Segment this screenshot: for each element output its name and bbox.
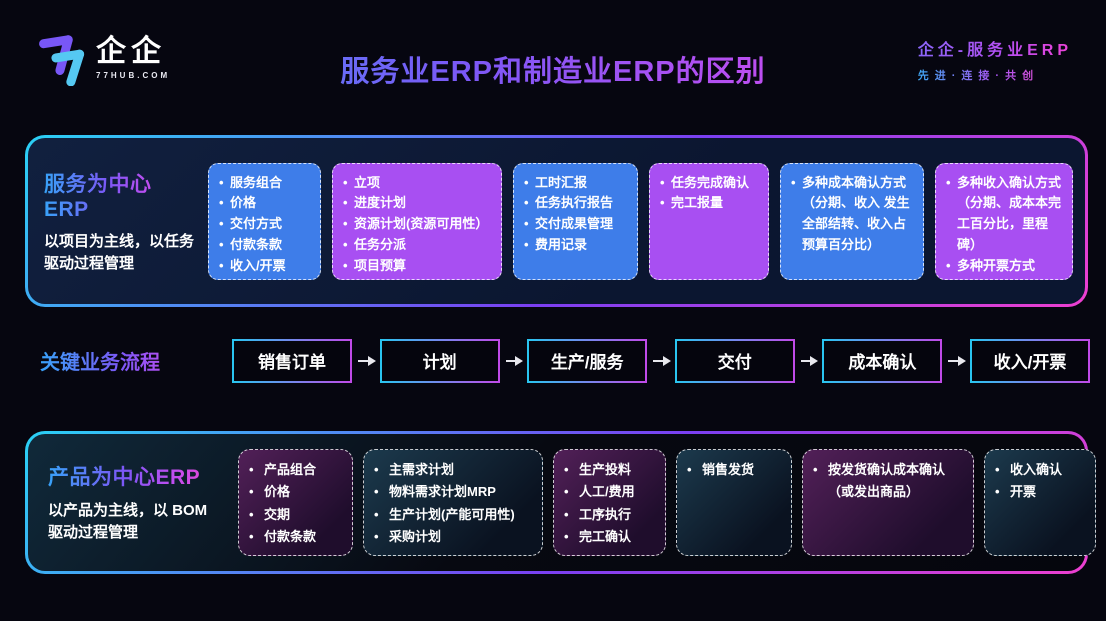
card-item: 开票 [995,481,1087,504]
service-erp-card: 立项进度计划资源计划(资源可用性）任务分派项目预算 [332,162,502,280]
process-flow-title: 关键业务流程 [40,346,232,375]
card-item-list: 按发货确认成本确认（或发出商品） [813,459,965,504]
brand-block: 企企-服务业ERP 先进·连接·共创 [918,36,1072,83]
service-erp-description: 以项目为主线，以任务驱动过程管理 [44,232,195,272]
card-item-list: 多种收入确认方式（分期、成本本完工百分比，里程碑）多种开票方式 [946,173,1064,277]
card-item: 按发货确认成本确认（或发出商品） [813,459,965,504]
service-erp-panel-inner: 服务为中心ERP 以项目为主线，以任务驱动过程管理 服务组合价格交付方式付款条款… [28,138,1085,304]
service-erp-card: 多种收入确认方式（分期、成本本完工百分比，里程碑）多种开票方式 [935,162,1073,280]
service-erp-card: 服务组合价格交付方式付款条款收入/开票 [208,162,321,280]
card-item: 生产计划(产能可用性) [374,504,534,527]
card-item: 收入/开票 [219,256,312,277]
card-item: 完工确认 [564,526,657,549]
card-item: 付款条款 [219,235,312,256]
process-flow: 关键业务流程 销售订单计划生产/服务交付成本确认收入/开票 [40,338,1090,383]
card-item: 销售发货 [687,459,783,482]
logo-name: 企企 [96,36,170,67]
card-item: 任务执行报告 [524,193,629,214]
product-erp-label-column: 产品为中心ERP 以产品为主线，以 BOM 驱动过程管理 [48,461,226,544]
service-erp-title: 服务为中心ERP [44,168,194,222]
card-item: 任务完成确认 [660,173,760,194]
brand-slogan: 先进·连接·共创 [918,67,1072,83]
flow-step: 成本确认 [822,338,943,383]
product-erp-panel: 产品为中心ERP 以产品为主线，以 BOM 驱动过程管理 产品组合价格交期付款条… [25,431,1096,574]
card-item: 交付成果管理 [524,214,629,235]
card-item: 多种收入确认方式（分期、成本本完工百分比，里程碑） [946,173,1064,256]
card-item: 价格 [249,481,344,504]
card-item: 交付方式 [219,214,312,235]
card-item-list: 工时汇报任务执行报告交付成果管理费用记录 [524,173,629,256]
card-item: 进度计划 [343,193,493,214]
flow-arrow-icon [358,355,376,366]
product-erp-card: 销售发货 [676,449,792,556]
card-item: 费用记录 [524,235,629,256]
card-item: 生产投料 [564,459,657,482]
flow-arrow-icon [800,355,818,366]
product-erp-card: 产品组合价格交期付款条款 [238,449,353,556]
card-item: 立项 [343,173,493,194]
flow-step: 生产/服务 [527,338,648,383]
card-item: 工时汇报 [524,173,629,194]
card-item: 工序执行 [564,504,657,527]
card-item: 物料需求计划MRP [374,481,534,504]
card-item: 采购计划 [374,526,534,549]
service-erp-card: 多种成本确认方式（分期、收入 发生全部结转、收入占预算百分比） [780,162,924,280]
brand-product-name: 企企-服务业ERP [918,36,1072,60]
card-item-list: 主需求计划物料需求计划MRP生产计划(产能可用性)采购计划 [374,459,534,549]
card-item-list: 收入确认开票 [995,459,1087,504]
flow-arrow-icon [505,355,523,366]
product-erp-card: 按发货确认成本确认（或发出商品） [802,449,974,556]
service-erp-panel: 服务为中心ERP 以项目为主线，以任务驱动过程管理 服务组合价格交付方式付款条款… [25,135,1088,307]
logo-text: 企企 77HUB.COM [96,36,170,80]
product-erp-panel-inner: 产品为中心ERP 以产品为主线，以 BOM 驱动过程管理 产品组合价格交期付款条… [28,434,1096,571]
card-item: 主需求计划 [374,459,534,482]
product-erp-cards: 产品组合价格交期付款条款主需求计划物料需求计划MRP生产计划(产能可用性)采购计… [238,449,1096,556]
logo-subtitle: 77HUB.COM [96,71,170,80]
flow-step: 收入/开票 [969,338,1090,383]
card-item: 产品组合 [249,459,344,482]
card-item: 付款条款 [249,526,344,549]
card-item: 多种开票方式 [946,256,1064,277]
card-item: 服务组合 [219,173,312,194]
process-flow-steps: 销售订单计划生产/服务交付成本确认收入/开票 [232,338,1090,383]
card-item-list: 多种成本确认方式（分期、收入 发生全部结转、收入占预算百分比） [791,173,915,256]
card-item-list: 立项进度计划资源计划(资源可用性）任务分派项目预算 [343,173,493,277]
flow-step: 计划 [379,338,500,383]
service-erp-label-column: 服务为中心ERP 以项目为主线，以任务驱动过程管理 [44,168,194,275]
flow-step: 交付 [674,338,795,383]
card-item-list: 产品组合价格交期付款条款 [249,459,344,549]
77hub-logo-icon [39,35,85,86]
service-erp-card: 任务完成确认完工报量 [649,162,769,280]
card-item-list: 服务组合价格交付方式付款条款收入/开票 [219,173,312,277]
flow-step: 销售订单 [232,338,352,383]
card-item: 交期 [249,504,344,527]
card-item: 收入确认 [995,459,1087,482]
page-title: 服务业ERP和制造业ERP的区别 [0,48,1106,90]
flow-arrow-icon [948,355,966,366]
flow-arrow-icon [653,355,671,366]
product-erp-title: 产品为中心ERP [48,461,226,491]
card-item: 价格 [219,193,312,214]
card-item: 项目预算 [343,256,493,277]
product-erp-description: 以产品为主线，以 BOM 驱动过程管理 [48,502,208,541]
product-erp-card: 主需求计划物料需求计划MRP生产计划(产能可用性)采购计划 [363,449,543,556]
product-erp-card: 生产投料人工/费用工序执行完工确认 [553,449,666,556]
card-item: 资源计划(资源可用性） [343,214,493,235]
card-item: 完工报量 [660,193,760,214]
card-item: 人工/费用 [564,481,657,504]
card-item: 多种成本确认方式（分期、收入 发生全部结转、收入占预算百分比） [791,173,915,256]
card-item: 任务分派 [343,235,493,256]
product-erp-card: 收入确认开票 [984,449,1096,556]
card-item-list: 生产投料人工/费用工序执行完工确认 [564,459,657,549]
card-item-list: 销售发货 [687,459,783,482]
card-item-list: 任务完成确认完工报量 [660,173,760,215]
logo: 企企 77HUB.COM [36,30,170,86]
service-erp-card: 工时汇报任务执行报告交付成果管理费用记录 [513,162,638,280]
service-erp-cards: 服务组合价格交付方式付款条款收入/开票立项进度计划资源计划(资源可用性）任务分派… [208,162,1073,280]
